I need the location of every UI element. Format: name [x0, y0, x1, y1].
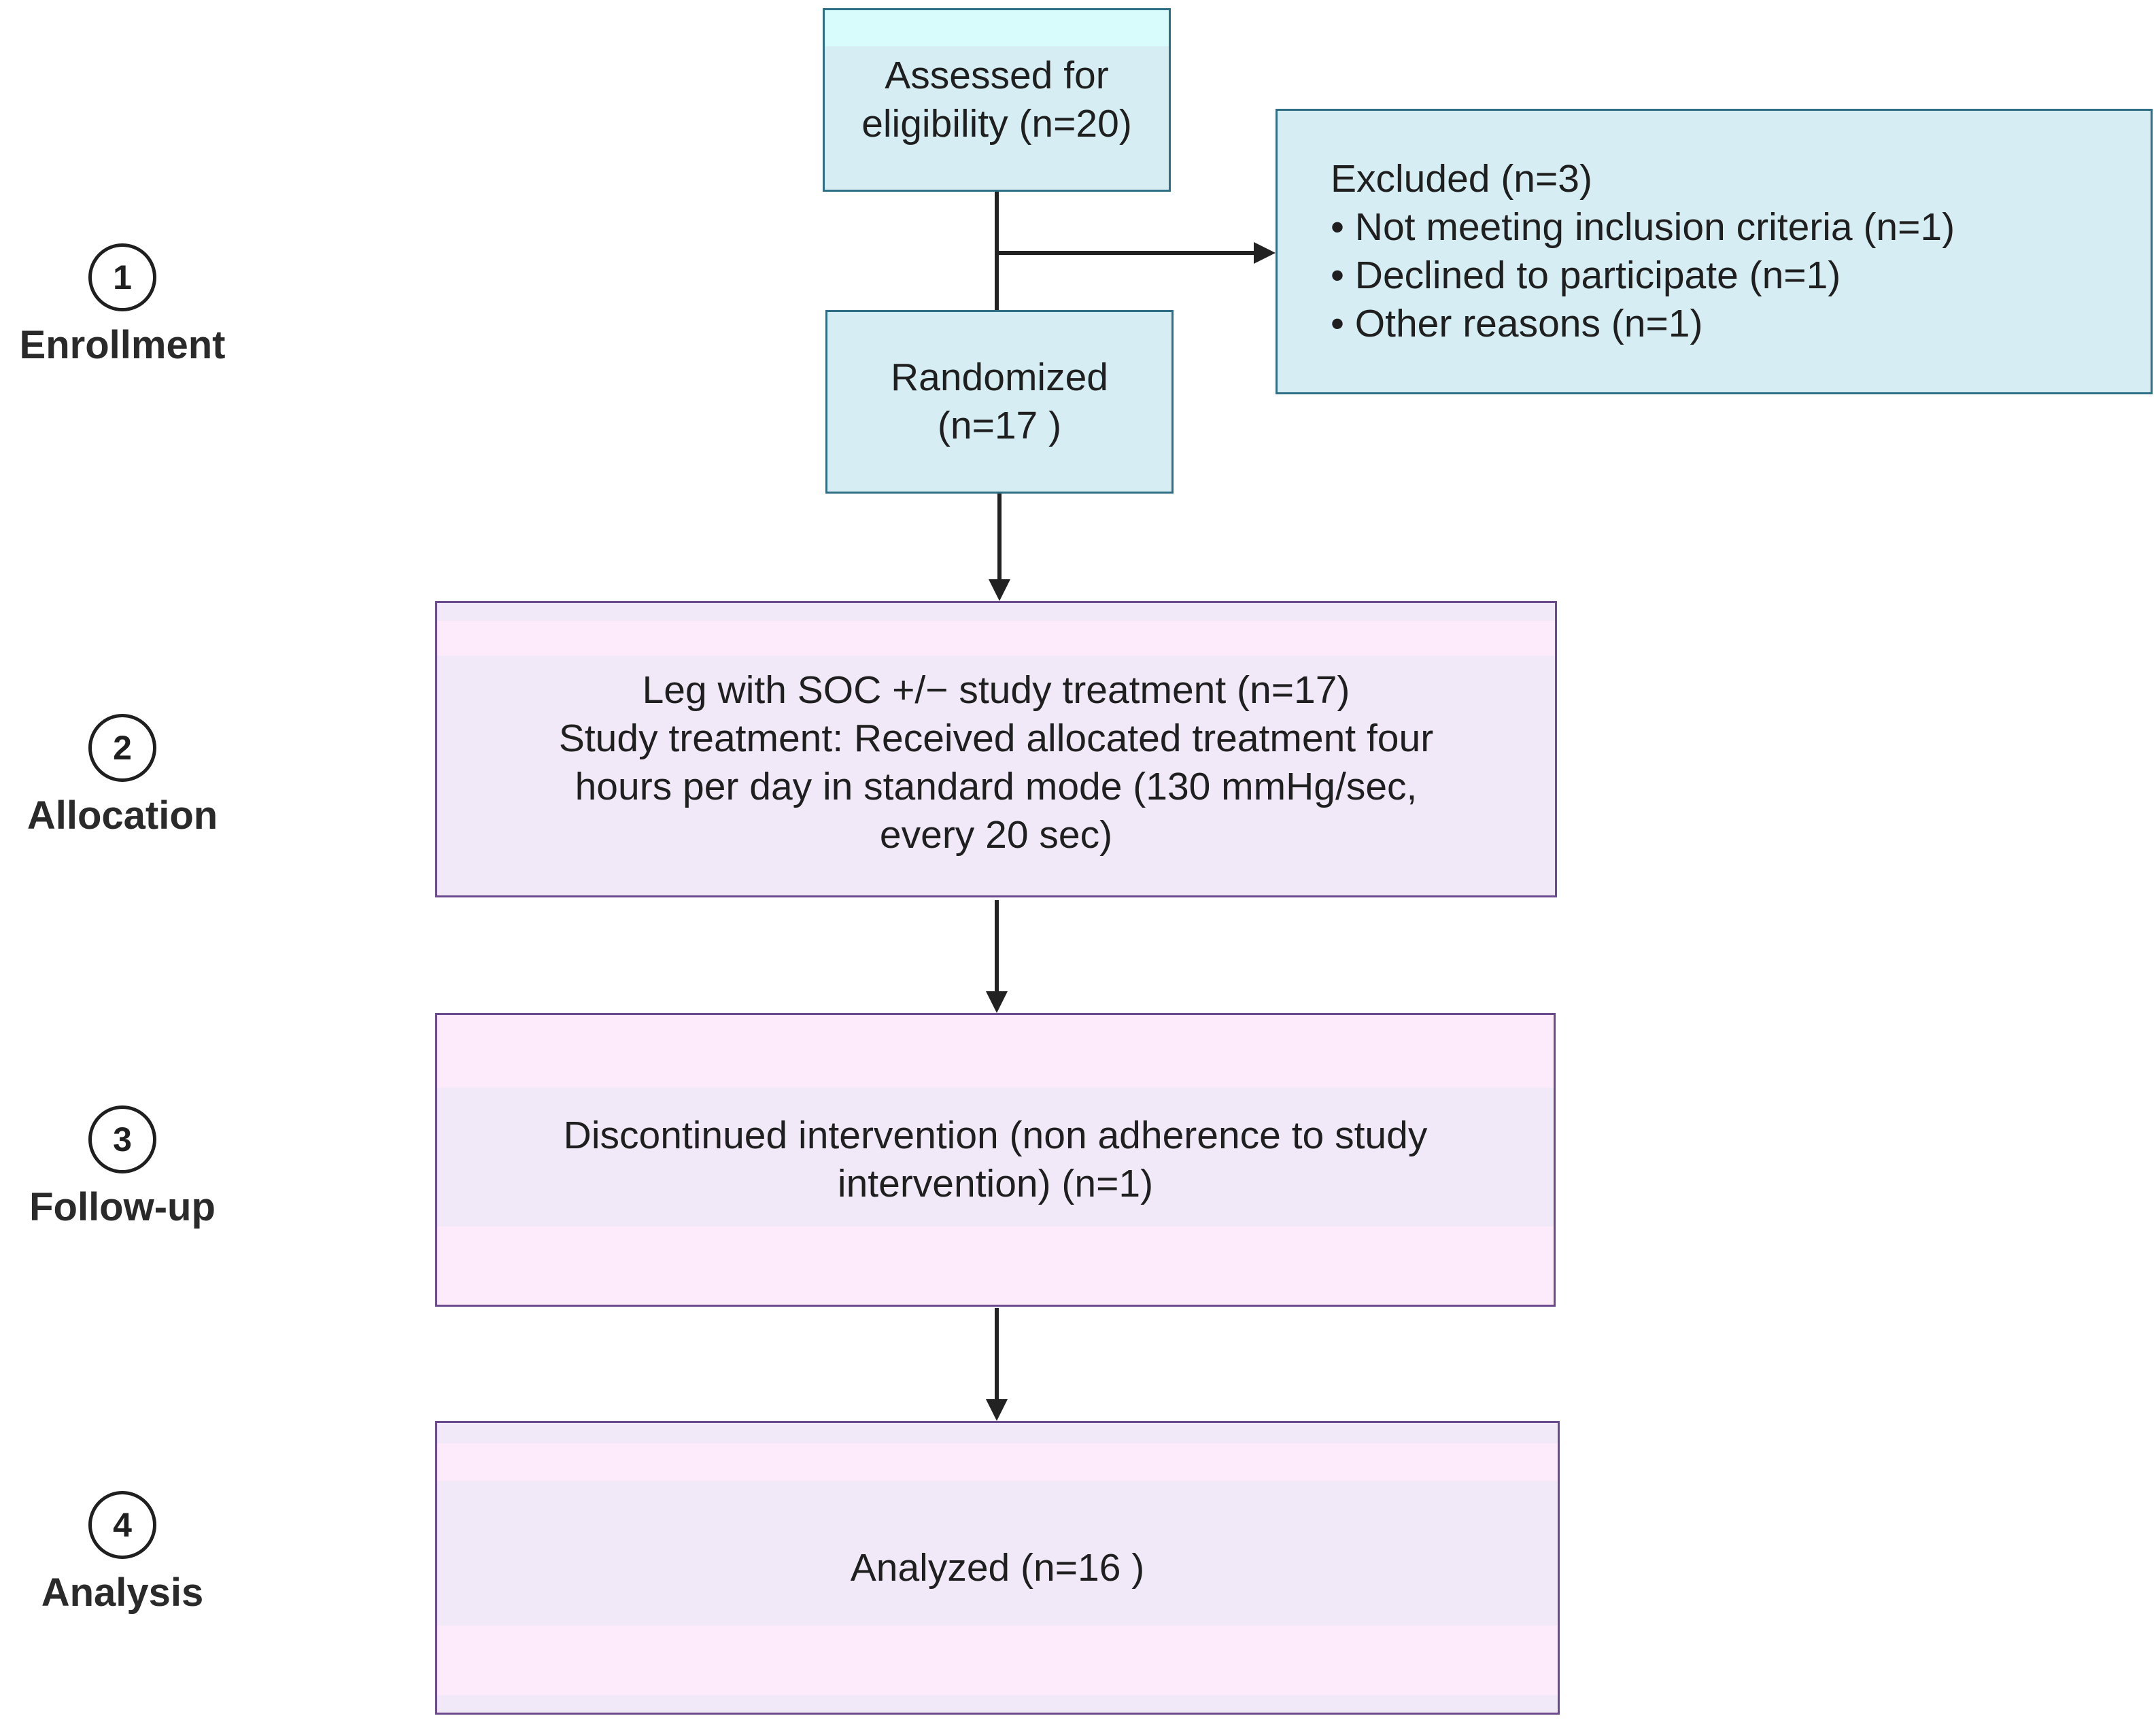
arrowhead-followup [986, 991, 1008, 1013]
allocation-box: Leg with SOC +/− study treatment (n=17) … [435, 601, 1557, 897]
arrowhead-excluded [1254, 242, 1276, 264]
excluded-reason-item: Declined to participate (n=1) [1331, 252, 1955, 300]
excluded-reason-item: Not meeting inclusion criteria (n=1) [1331, 203, 1955, 252]
box-text-line: Discontinued intervention (non adherence… [563, 1114, 1428, 1157]
box-text-line: eligibility (n=20) [861, 102, 1132, 145]
arrowhead-allocation [989, 579, 1010, 601]
box-text-line: intervention) (n=1) [837, 1162, 1154, 1205]
stage-number-circle: 1 [88, 243, 156, 311]
box-text-line: every 20 sec) [879, 813, 1113, 857]
stage-label: Analysis [41, 1571, 204, 1615]
stage-number-circle: 3 [88, 1105, 156, 1173]
box-text-line: Analyzed (n=16 ) [850, 1545, 1145, 1590]
analysis-box: Analyzed (n=16 ) [435, 1421, 1560, 1715]
stage-label: Follow-up [29, 1185, 216, 1229]
stage-number-circle: 2 [88, 714, 156, 782]
stage-enrollment: 1 Enrollment [14, 243, 231, 367]
stage-allocation: 2 Allocation [14, 714, 231, 838]
stage-number-circle: 4 [88, 1491, 156, 1559]
box-text-line: Randomized [890, 356, 1108, 399]
box-text-line: Leg with SOC +/− study treatment (n=17) [642, 668, 1350, 712]
box-text-line: (n=17 ) [937, 404, 1062, 447]
assessed-for-eligibility-box: Assessed for eligibility (n=20) [823, 8, 1171, 192]
excluded-title: Excluded (n=3) [1331, 157, 1592, 201]
stage-label: Enrollment [19, 323, 226, 367]
box-text-line: Study treatment: Received allocated trea… [558, 717, 1434, 760]
arrowhead-analysis [986, 1399, 1008, 1421]
excluded-reasons-list: Not meeting inclusion criteria (n=1) Dec… [1331, 203, 1955, 348]
box-text-line: hours per day in standard mode (130 mmHg… [575, 765, 1418, 808]
stage-label: Allocation [27, 793, 218, 838]
stage-analysis: 4 Analysis [14, 1491, 231, 1615]
excluded-box: Excluded (n=3) Not meeting inclusion cri… [1276, 109, 2153, 394]
follow-up-box: Discontinued intervention (non adherence… [435, 1013, 1556, 1307]
excluded-reason-item: Other reasons (n=1) [1331, 300, 1955, 348]
randomized-box: Randomized (n=17 ) [825, 310, 1174, 494]
stage-follow-up: 3 Follow-up [14, 1105, 231, 1229]
box-text-line: Assessed for [885, 54, 1109, 97]
